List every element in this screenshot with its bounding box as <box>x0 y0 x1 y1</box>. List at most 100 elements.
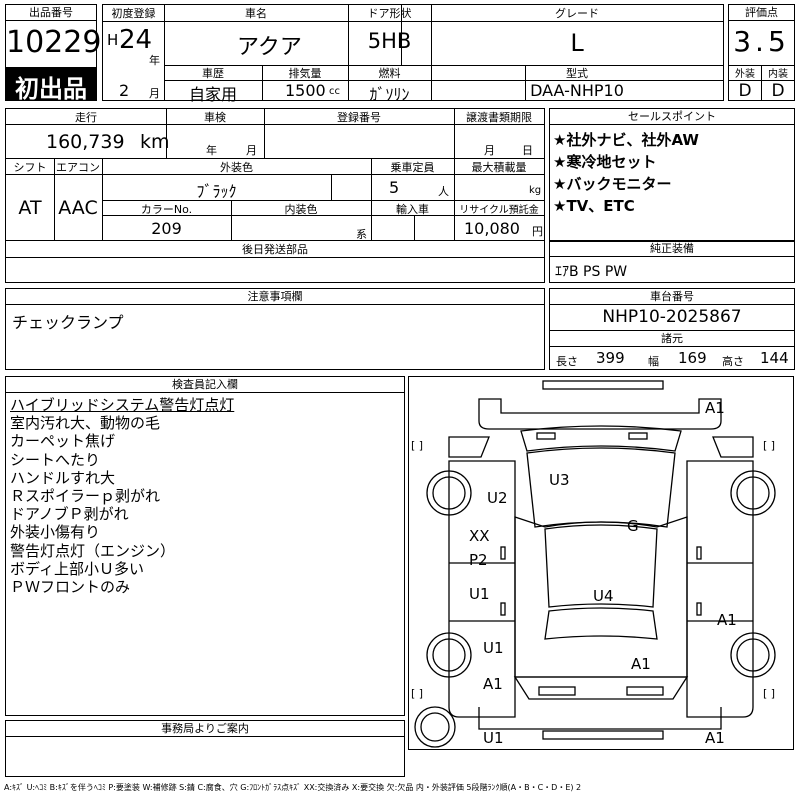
length-label: 長さ <box>556 355 578 368</box>
legend: A:ｷｽﾞ U:ﾍｺﾐ B:ｷｽﾞを伴うﾍｺﾐ P:要塗装 W:補修跡 S:錆 … <box>4 783 582 792</box>
displacement-unit: cc <box>329 86 340 97</box>
car-damage-diagram: [ ] [ ] [ ] [ ] A1 U3 U2 G XX P2 U1 U4 A… <box>408 376 794 750</box>
note-line-9: 警告灯点灯（エンジン） <box>10 541 176 560</box>
equip-label: 純正装備 <box>550 241 794 257</box>
height-label: 高さ <box>722 355 744 368</box>
score: 3.5 <box>733 25 790 58</box>
note-line-4: シートへたり <box>10 450 101 469</box>
mileage-label: 走行 <box>75 111 97 124</box>
width-label: 幅 <box>648 355 659 368</box>
import-label: 輸入車 <box>396 203 429 216</box>
grade: L <box>570 29 584 57</box>
sales-point-3: ★バックモニター <box>553 175 672 193</box>
sales-point-4: ★TV、ETC <box>553 197 635 215</box>
inspection-label: 車検 <box>204 111 226 124</box>
int-color-unit: 系 <box>356 228 367 241</box>
reg-year-unit: 年 <box>149 54 160 67</box>
ac-label: エアコン <box>56 161 100 174</box>
color-no: 209 <box>151 219 182 238</box>
length: 399 <box>596 349 625 367</box>
color-no-label: カラーNo. <box>140 203 193 216</box>
car-name: アクア <box>237 35 302 60</box>
width: 169 <box>678 349 707 367</box>
displacement: 1500 <box>285 81 326 100</box>
load-label: 最大積載量 <box>471 161 527 174</box>
reg-month: 2 <box>119 81 130 100</box>
capacity: 5 <box>389 178 400 197</box>
mileage-unit: km <box>140 131 170 153</box>
interior-grade: D <box>771 81 785 101</box>
score-label: 評価点 <box>729 5 794 21</box>
mark-front-bumper: A1 <box>705 399 725 417</box>
bracket-left-rear: [ ] <box>411 687 424 700</box>
bracket-right-rear: [ ] <box>763 687 776 700</box>
first-listing-text: 初出品 <box>15 75 87 103</box>
door-type: 5HB <box>367 29 412 53</box>
bracket-left-front: [ ] <box>411 439 424 452</box>
recycle-label: リサイクル預託金 <box>459 205 539 216</box>
note-line-8: 外装小傷有り <box>10 523 101 542</box>
door-label-vis: ドア形状 <box>367 7 412 20</box>
recycle: 10,080 <box>464 219 520 238</box>
color: ﾌﾞﾗｯｸ <box>196 182 237 201</box>
plate-label: 登録番号 <box>337 111 381 124</box>
bracket-right-front: [ ] <box>763 439 776 452</box>
mark-a1-left-quarter: A1 <box>483 675 503 693</box>
note-line-10: ボディ上部小Ｕ多い <box>10 559 144 578</box>
sales-label: セールスポイント <box>550 109 794 125</box>
note-line-5: ハンドルすれ大 <box>10 468 116 487</box>
car-name-label: 車名 <box>245 7 267 20</box>
mark-u2: U2 <box>487 489 508 507</box>
exterior-grade: D <box>738 81 752 101</box>
mileage: 160,739 <box>46 131 125 153</box>
spec-label: 諸元 <box>550 331 794 347</box>
reg-era: H <box>107 31 119 49</box>
reg-month-unit: 月 <box>149 87 160 100</box>
fuel-label: 燃料 <box>378 67 401 80</box>
mark-xx: XX <box>469 527 490 545</box>
load-unit: kg <box>529 185 542 196</box>
mark-a1-right-rear: A1 <box>717 611 737 629</box>
score-box: 評価点 3.5 外装 内装 D D <box>728 4 795 101</box>
lot-number: 10229 <box>6 25 102 60</box>
transfer-month: 月 <box>484 144 495 157</box>
mark-g: G <box>627 517 639 535</box>
capacity-unit: 人 <box>438 185 449 198</box>
sales-point-2: ★寒冷地セット <box>553 153 657 171</box>
note-line-11: ＰＷフロントのみ <box>10 578 131 597</box>
transfer-day: 日 <box>522 144 533 157</box>
model-label: 型式 <box>566 67 588 80</box>
color-label: 外装色 <box>220 161 253 174</box>
inspection-year-unit: 年 <box>206 144 217 157</box>
shift: AT <box>18 197 42 219</box>
sales-point-1: ★社外ナビ、社外AW <box>553 131 699 149</box>
sales-points-box: セールスポイント ★社外ナビ、社外AW ★寒冷地セット ★バックモニター ★TV… <box>549 108 795 242</box>
mark-u1-left-rear: U1 <box>483 639 504 657</box>
caution-label: 注意事項欄 <box>6 289 544 305</box>
office-label: 事務局よりご案内 <box>6 721 404 737</box>
chassis: NHP10-2025867 <box>602 307 742 327</box>
history: 自家用 <box>188 85 237 104</box>
equip: ｴｱB PS PW <box>555 264 628 280</box>
mark-a1-trunk: A1 <box>631 655 651 673</box>
inspector-lines: ハイブリッドシステム警告灯点灯 室内汚れ大、動物の毛 カーペット焦げ シートへた… <box>10 396 234 596</box>
note-line-7: ドアノブＰ剥がれ <box>10 505 129 524</box>
displacement-label: 排気量 <box>288 67 322 80</box>
fuel: ｶﾞｿﾘﾝ <box>369 85 410 104</box>
height: 144 <box>760 349 789 367</box>
capacity-label: 乗車定員 <box>390 161 435 174</box>
first-listing-badge: 初出品 <box>6 67 96 103</box>
chassis-box: 車台番号 NHP10-2025867 諸元 長さ 399 幅 169 高さ 14… <box>549 288 795 370</box>
mark-u1-rear-bumper: U1 <box>483 729 504 747</box>
main-header-box: 初度登録 H 24 年 2 月 車名 アクア ドア形状 ドア形状 5HB グレー… <box>102 4 724 104</box>
note-line-3: カーペット焦げ <box>10 432 116 451</box>
note-line-2: 室内汚れ大、動物の毛 <box>10 414 161 433</box>
mark-p2: P2 <box>469 551 488 569</box>
exterior-label: 外装 <box>735 69 755 80</box>
chassis-label: 車台番号 <box>550 289 794 305</box>
lot-number-box: 出品番号 10229 初出品 <box>5 4 102 103</box>
mark-u4: U4 <box>593 587 614 605</box>
history-label: 車歴 <box>202 67 224 80</box>
caution: チェックランプ <box>12 313 124 332</box>
interior-label: 内装 <box>768 69 788 80</box>
